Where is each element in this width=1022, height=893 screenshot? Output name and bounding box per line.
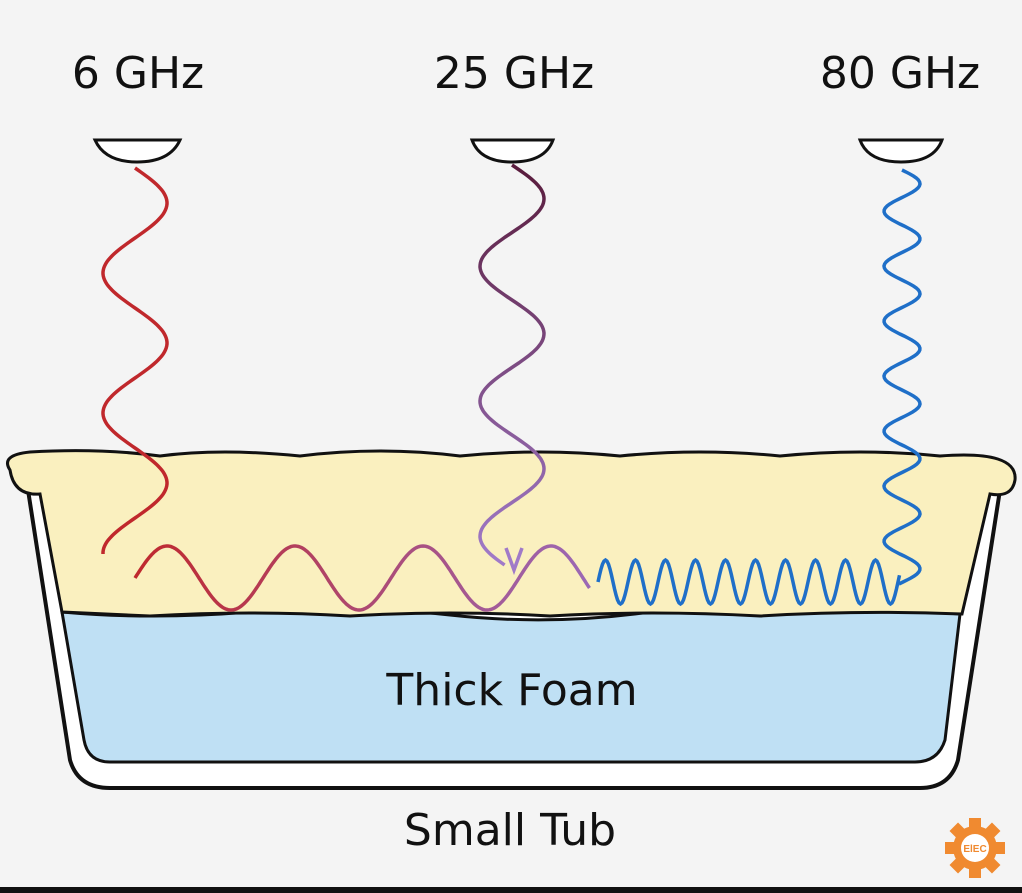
svg-text:ElEC: ElEC xyxy=(963,844,986,855)
arrow-25ghz-icon xyxy=(504,547,524,576)
label-25ghz: 25 GHz xyxy=(433,48,595,99)
label-6ghz: 6 GHz xyxy=(71,48,205,99)
wave-6ghz-horizontal xyxy=(133,544,591,612)
emitter-80ghz-icon xyxy=(857,138,945,164)
wave-25ghz-vertical xyxy=(478,163,546,567)
foam-label: Thick Foam xyxy=(386,665,638,716)
wave-6ghz-vertical xyxy=(101,166,169,554)
wave-80ghz-vertical xyxy=(882,168,922,586)
emitter-6ghz-icon xyxy=(92,138,183,164)
tub-label: Small Tub xyxy=(403,805,617,856)
elec-logo: ElEC xyxy=(945,818,1005,878)
wave-80ghz-horizontal xyxy=(596,557,902,607)
label-80ghz: 80 GHz xyxy=(819,48,981,99)
bottom-border xyxy=(0,887,1022,893)
emitter-25ghz-icon xyxy=(469,138,556,164)
